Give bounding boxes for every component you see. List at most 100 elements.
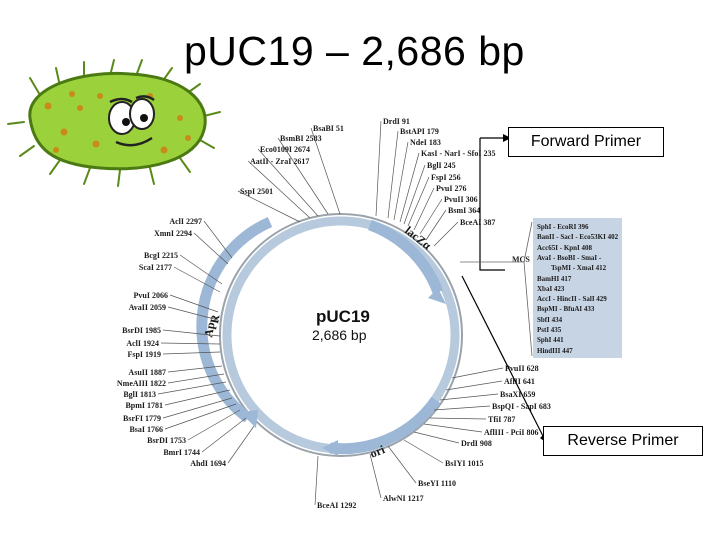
- site-leader-line: [173, 266, 221, 293]
- restriction-site-label: DrdI 908: [461, 439, 492, 448]
- site-leader-line: [445, 380, 503, 391]
- restriction-site-label: NdeI 183: [410, 138, 441, 147]
- restriction-site-label: PvuII 306: [444, 195, 478, 204]
- restriction-site-label: AflII 641: [504, 377, 535, 386]
- site-leader-line: [167, 306, 219, 321]
- mcs-site-label: BanII - SacI - Eco53KI 402: [537, 233, 619, 242]
- site-leader-line: [369, 453, 382, 499]
- restriction-site-label: BsmI 364: [448, 206, 480, 215]
- restriction-site-label: BsIYI 1015: [445, 459, 483, 468]
- plasmid-name: pUC19: [316, 307, 370, 326]
- restriction-site-label: BstAPI 179: [400, 127, 439, 136]
- site-leader-line: [157, 381, 227, 395]
- restriction-site-label: FspI 256: [431, 173, 461, 182]
- site-leader-line: [419, 198, 443, 235]
- restriction-site-label: PvuI 2066: [134, 291, 168, 300]
- site-leader-line: [429, 417, 487, 420]
- bacterium-illustration: [7, 59, 221, 187]
- site-leader-line: [310, 127, 341, 215]
- restriction-site-label: SspI 2501: [240, 187, 273, 196]
- site-leader-line: [399, 152, 420, 223]
- site-leader-line: [413, 431, 460, 444]
- restriction-site-label: XmnI 2294: [154, 229, 192, 238]
- restriction-site-label: PvuI 276: [436, 184, 466, 193]
- restriction-site-label: AhdI 1694: [190, 459, 226, 468]
- restriction-site-label: AclI 2297: [169, 217, 202, 226]
- restriction-site-label: FspI 1919: [127, 350, 161, 359]
- site-leader-line: [387, 130, 399, 219]
- page-title: pUC19 – 2,686 bp: [184, 28, 525, 74]
- site-leader-line: [162, 351, 221, 355]
- site-leader-line: [237, 190, 301, 223]
- mcs-site-label: AvaI - BsoBI - SmaI -: [537, 253, 602, 262]
- restriction-site-label: BceAI 387: [460, 218, 495, 227]
- site-leader-line: [160, 342, 221, 345]
- forward-primer-label: Forward Primer: [508, 127, 664, 157]
- mcs-site-label: SbfI 434: [537, 315, 563, 324]
- restriction-site-label: TfiI 787: [488, 415, 515, 424]
- mcs-site-label: TspMI - XmaI 412: [551, 264, 607, 273]
- restriction-site-label: PvuII 628: [505, 364, 539, 373]
- site-leader-line: [167, 373, 225, 384]
- reverse-primer-label: Reverse Primer: [543, 426, 703, 456]
- site-leader-line: [439, 393, 499, 401]
- mcs-site-label: PstI 435: [537, 326, 562, 334]
- restriction-site-label: Eco0109I 2674: [260, 145, 310, 154]
- restriction-site-label: BsrDI 1753: [147, 436, 186, 445]
- site-leader-line: [451, 367, 504, 379]
- restriction-site-label: DrdI 91: [383, 117, 410, 126]
- mcs-site-label: BamHI 417: [537, 274, 572, 283]
- site-leader-line: [169, 294, 219, 313]
- site-leader-line: [375, 120, 382, 217]
- restriction-site-label: ScaI 2177: [139, 263, 172, 272]
- mcs-site-label: AccI - HincII - SalI 429: [537, 295, 607, 304]
- site-leader-line: [257, 148, 319, 217]
- restriction-site-label: AclI 1924: [126, 339, 159, 348]
- mcs-site-label: HindIII 447: [537, 346, 573, 355]
- restriction-site-label: BsrFI 1779: [123, 414, 161, 423]
- restriction-site-label: BcgI 2215: [144, 251, 178, 260]
- plasmid-size: 2,686 bp: [312, 327, 367, 343]
- forward-primer-arrow: [479, 134, 511, 271]
- site-leader-line: [314, 455, 319, 506]
- restriction-site-label: BseYI 1110: [418, 479, 456, 488]
- site-leader-line: [277, 137, 329, 215]
- restriction-site-label: KasI - NarI - SfoI 235: [421, 149, 495, 158]
- restriction-site-label: AsuII 1887: [128, 368, 166, 377]
- restriction-site-label: AlwNI 1217: [383, 494, 424, 503]
- site-leader-line: [179, 254, 223, 285]
- restriction-site-label: BsmBI 2583: [280, 134, 322, 143]
- mcs-label: MCS: [512, 255, 530, 264]
- site-leader-line: [167, 365, 223, 373]
- restriction-site-label: BmrI 1744: [163, 448, 200, 457]
- site-leader-line: [164, 389, 231, 406]
- mcs-site-label: SphI - EcoRI 396: [537, 223, 589, 231]
- restriction-site-label: NmeAIII 1822: [117, 379, 166, 388]
- amp-arrow: [196, 216, 273, 423]
- restriction-site-label: BceAI 1292: [317, 501, 356, 510]
- restriction-site-label: AatII - ZraI 2617: [250, 157, 309, 166]
- restriction-site-label: AflIII - PciI 806: [484, 428, 538, 437]
- site-leader-line: [193, 232, 229, 265]
- mcs-site-label: SphI 441: [537, 336, 564, 345]
- site-leader-line: [247, 160, 311, 219]
- restriction-site-label: BglI 245: [427, 161, 456, 170]
- restriction-site-label: AvaII 2059: [129, 303, 166, 312]
- site-leader-line: [407, 176, 430, 227]
- lacz-arrow: [368, 219, 444, 295]
- site-leader-line: [423, 423, 483, 433]
- restriction-site-label: BsaBI 51: [313, 124, 344, 133]
- site-leader-line: [393, 141, 409, 221]
- site-leader-line: [227, 425, 255, 464]
- site-leader-line: [162, 397, 233, 419]
- site-leader-line: [162, 329, 221, 337]
- site-leader-line: [403, 164, 426, 225]
- restriction-site-label: BsaXI 659: [500, 390, 535, 399]
- site-leader-line: [403, 439, 444, 464]
- site-leader-line: [433, 405, 491, 411]
- restriction-site-label: BspQI - SapI 683: [492, 402, 551, 411]
- restriction-site-label: BglI 1813: [123, 390, 156, 399]
- site-leader-line: [201, 417, 247, 453]
